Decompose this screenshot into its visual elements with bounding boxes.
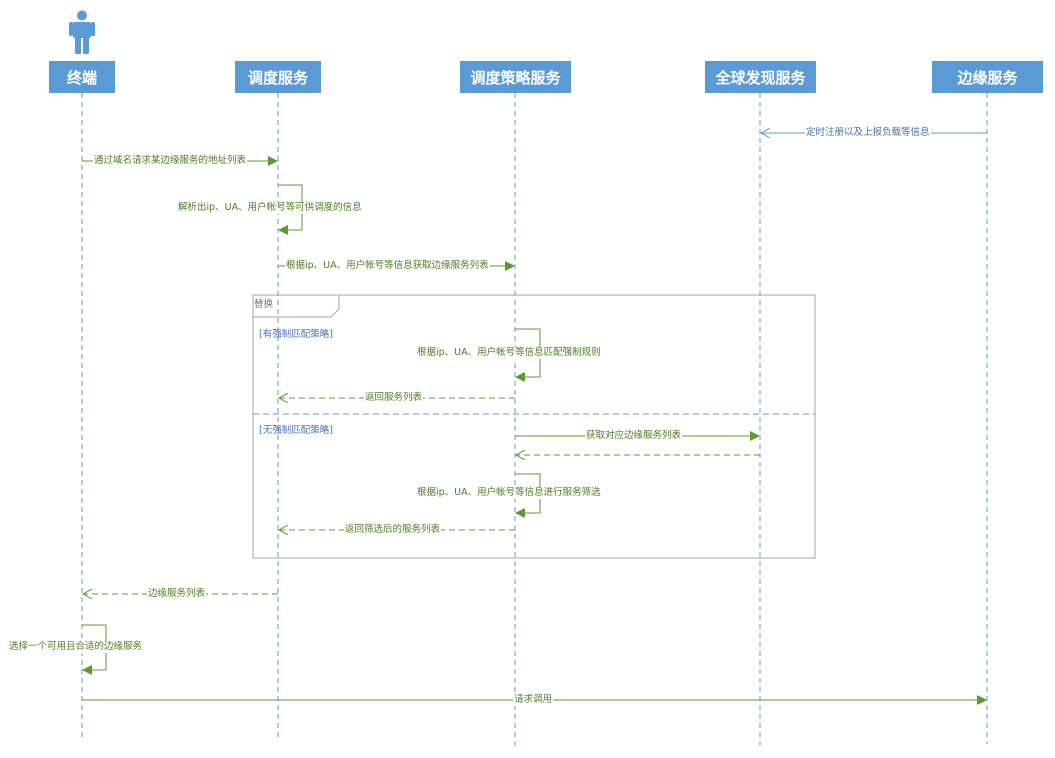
msg-select-edge-label: 选择一个可用且合适的边缘服务 [8,641,144,653]
msg-register-label: 定时注册以及上报负载等信息 [805,127,931,139]
fragment-guard-1: [有强制匹配策略] [259,329,333,340]
fragment-title: 替换 [254,299,274,310]
participant-edge: 边缘服务 [932,61,1043,93]
msg-edge-list-label: 边缘服务列表 [147,588,207,600]
participant-strategy: 调度策略服务 [460,61,571,93]
msg-return-list-label: 返回服务列表 [364,392,424,404]
msg-get-list-label: 根据ip、UA、用户帐号等信息获取边缘服务列表 [285,260,490,272]
msg-match-rule-label: 根据ip、UA、用户帐号等信息匹配强制规则 [416,347,602,359]
msg-parse-label: 解析出ip、UA、用户帐号等可供调度的信息 [177,202,363,214]
msg-request-addr-label: 通过域名请求某边缘服务的地址列表 [93,155,248,167]
person-icon [69,10,95,54]
participant-discovery: 全球发现服务 [705,61,816,93]
participant-scheduler: 调度服务 [235,61,321,93]
msg-return-filtered-label: 返回筛选后的服务列表 [344,524,442,536]
fragment-guard-2: [无强制匹配策略] [259,425,333,436]
alt-fragment [252,294,816,559]
msg-fetch-edge-list-label: 获取对应边缘服务列表 [585,430,683,442]
msg-filter-label: 根据ip、UA、用户帐号等信息进行服务筛选 [416,487,602,499]
participant-terminal: 终端 [49,61,115,93]
msg-invoke-label: 请求调用 [513,694,554,706]
